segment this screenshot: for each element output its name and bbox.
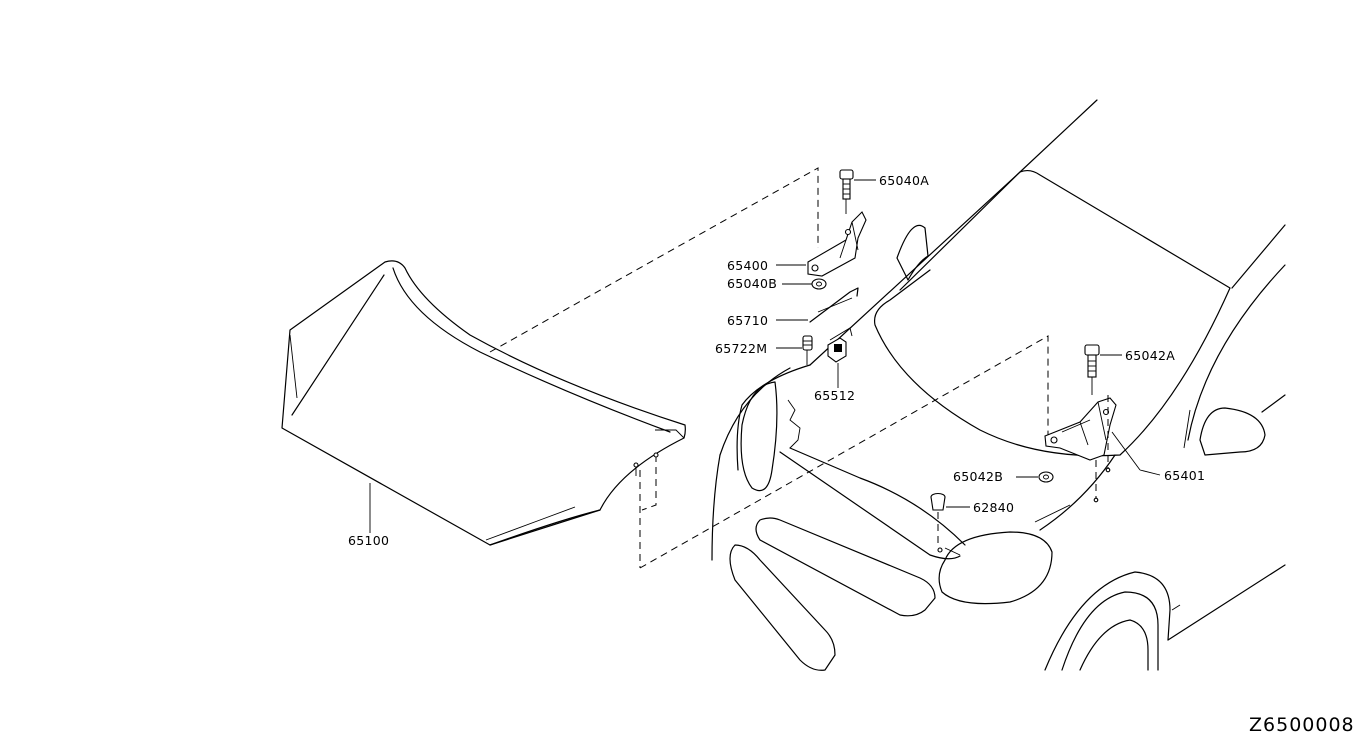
hood-pins (633, 452, 659, 476)
label-65400: 65400 (727, 258, 768, 273)
hinge-65401 (1044, 395, 1117, 503)
clip-62840 (930, 492, 946, 553)
car-body (711, 99, 1286, 671)
hinge-right-assembly (930, 344, 1117, 553)
bolt-65042a-right (1084, 344, 1100, 395)
label-65722m: 65722M (715, 341, 767, 356)
label-65710: 65710 (727, 313, 768, 328)
grommet-65722m (802, 335, 813, 365)
label-62840: 62840 (973, 500, 1014, 515)
diagram-code: Z6500008 (1249, 714, 1355, 736)
label-65100: 65100 (348, 533, 389, 548)
projection-line-left (489, 167, 819, 353)
rod-holder-65512 (827, 327, 853, 363)
label-65042b: 65042B (953, 469, 1003, 484)
nut-65042b-right (1038, 471, 1054, 483)
projection-line-right (639, 335, 1049, 569)
hinge-left-assembly (802, 169, 867, 365)
stay-rod-65710 (809, 287, 859, 323)
leader-lines (776, 179, 1161, 508)
hood-panel (281, 260, 686, 546)
bolt-65040a-left (839, 169, 854, 214)
hinge-65400 (807, 211, 867, 277)
label-65040b: 65040B (727, 276, 777, 291)
label-65042a: 65042A (1125, 348, 1175, 363)
label-65040a: 65040A (879, 173, 929, 188)
callout-labels: 65100 65040A 65400 65040B 65710 65722M 6… (348, 173, 1205, 548)
label-65401: 65401 (1164, 468, 1205, 483)
nut-65040b-left (811, 278, 827, 290)
label-65512: 65512 (814, 388, 855, 403)
